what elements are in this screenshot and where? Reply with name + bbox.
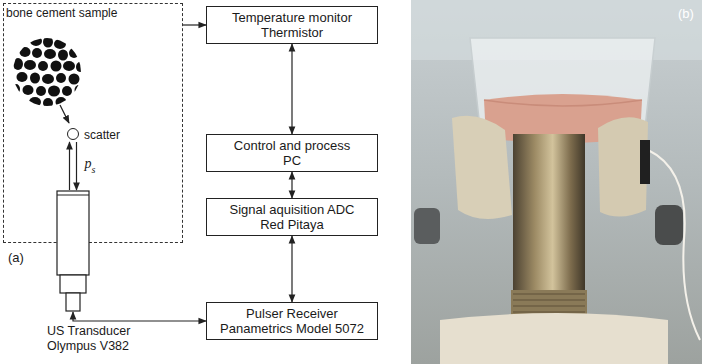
node-subtitle: Panametrics Model 5072 [220,321,364,336]
node-title: Signal aquisition ADC [229,202,354,217]
node-subtitle: Olympus V382 [47,339,130,354]
leader-arrow [60,105,69,123]
node-title: Temperature monitor [232,10,352,25]
process-box: Pulser ReceiverPanametrics Model 5072 [206,302,378,340]
connector-arrow [69,142,70,190]
transducer-caption: US TransducerOlympus V382 [47,324,130,354]
node-subtitle: Red Pitaya [260,217,324,232]
connector-arrow [291,172,292,198]
connector-arrow [73,312,206,321]
photo [411,0,702,364]
signal-label: p [85,156,92,172]
connector-arrow [291,44,292,134]
transducer-part [57,195,89,196]
node-subtitle: Thermistor [261,25,323,40]
transducer-part [66,293,80,311]
panel-label: (a) [8,250,24,265]
node-title: Pulser Receiver [246,306,338,321]
node-title: scatter [84,128,120,142]
scatter-point: scatter [67,128,79,140]
transducer-symbol [56,190,90,312]
transducer-part [57,191,89,275]
transducer-part [60,275,86,293]
subscript: s [92,164,96,175]
connector-arrow [76,142,77,190]
panel-label: (b) [678,6,694,21]
process-box: Temperature monitorThermistor [206,6,378,44]
transducer: US TransducerOlympus V382 [56,190,90,312]
node-title: Control and process [234,138,350,153]
connector-arrow [291,236,292,302]
process-box: Signal aquisition ADCRed Pitaya [206,198,378,236]
node-title: US Transducer [47,324,130,339]
connector-arrow [183,24,206,25]
node-subtitle: PC [283,153,301,168]
node-title: bone cement sample [6,6,117,20]
cement-blobs [12,36,84,108]
sample-region: bone cement sample scatter [3,3,183,243]
process-box: Control and processPC [206,134,378,172]
